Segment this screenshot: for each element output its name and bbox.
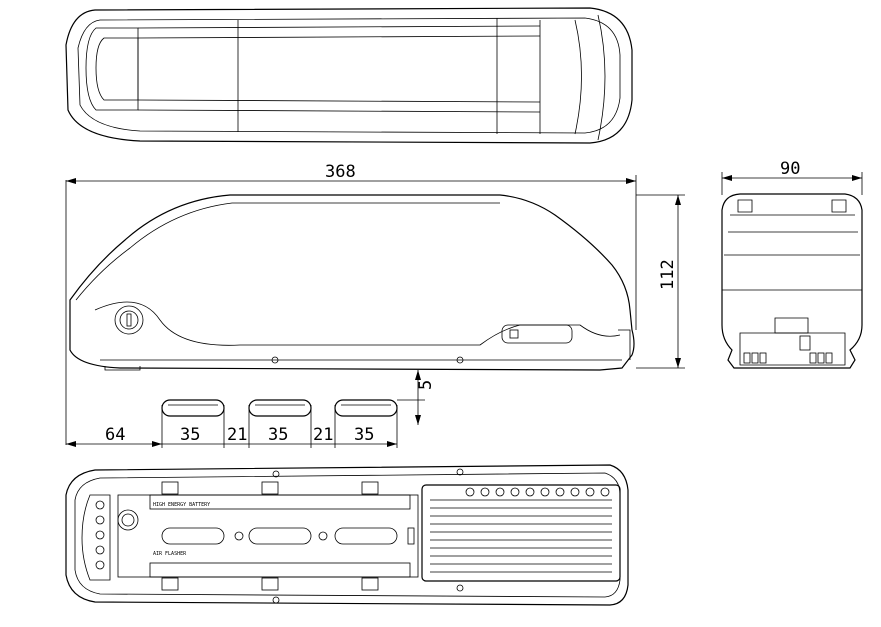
length-value: 368 (325, 162, 356, 182)
slot-spacing-2-value: 21 (313, 425, 333, 445)
bottom-view: HIGH ENERGY BATTERY AIR FLASHER (65, 464, 629, 606)
top-view (65, 7, 633, 144)
bottom-plate-bottom-label: AIR FLASHER (153, 551, 187, 557)
end-view (721, 193, 863, 369)
bottom-plate-top-label: HIGH ENERGY BATTERY (153, 502, 210, 508)
slot-spacing-1-value: 21 (227, 425, 247, 445)
slot-length-2-value: 35 (268, 425, 288, 445)
rail-gap-dimension: 5 (397, 370, 436, 425)
rail-gap-value: 5 (416, 380, 436, 390)
front-offset-value: 64 (105, 425, 125, 445)
width-dimension: 90 (721, 159, 863, 195)
height-dimension: 112 (636, 194, 685, 369)
mounting-slots (161, 399, 398, 417)
height-value: 112 (658, 259, 678, 290)
slot-chain-dimensions: 64 35 21 35 21 35 (66, 405, 398, 448)
length-dimension: 368 (65, 162, 637, 445)
slot-length-1-value: 35 (180, 425, 200, 445)
width-value: 90 (780, 159, 800, 179)
side-view (69, 194, 635, 371)
slot-length-3-value: 35 (354, 425, 374, 445)
